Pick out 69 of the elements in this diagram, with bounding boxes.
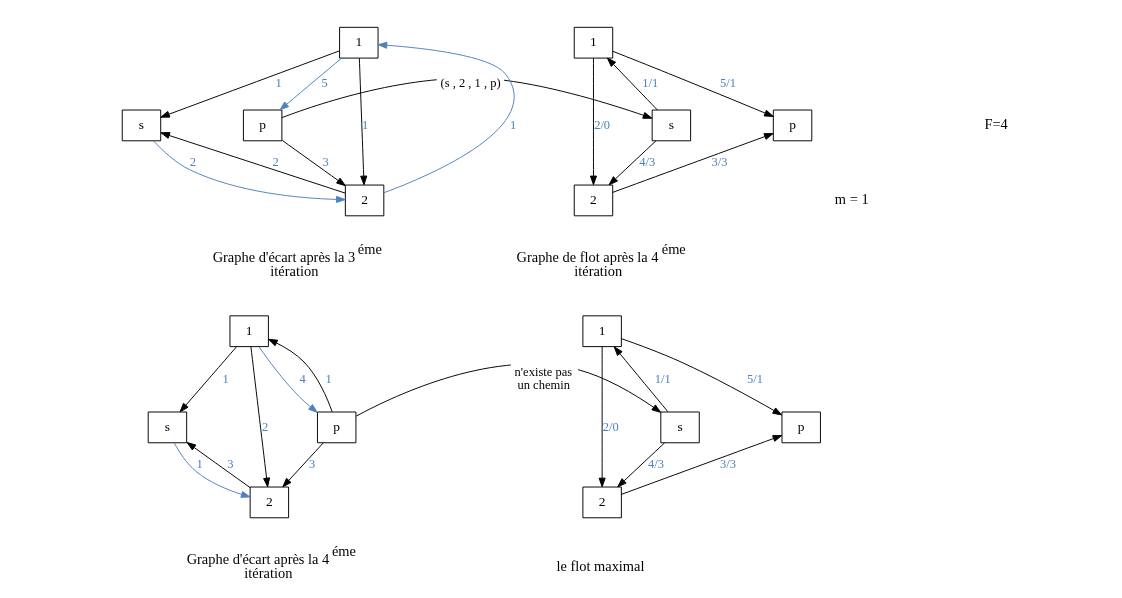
edge-label: 1/1	[641, 76, 658, 91]
arrow	[598, 346, 606, 488]
node-box: s	[121, 109, 161, 142]
edge-label: 3	[322, 155, 329, 170]
edge-label: 2	[272, 155, 279, 170]
arrow	[159, 50, 340, 118]
edge-label: 2	[189, 155, 196, 170]
arrow	[611, 133, 774, 193]
arrow	[611, 50, 774, 117]
node-box: 2	[581, 486, 622, 519]
edge-label: 1/1	[654, 371, 671, 386]
node-box: s	[147, 411, 187, 444]
arrow	[616, 442, 665, 488]
edge-label: 4/3	[647, 457, 664, 472]
edge-label: 3/3	[710, 155, 727, 170]
edge-label: 1	[221, 371, 229, 386]
arrow	[279, 57, 342, 111]
node-box: 1	[573, 26, 613, 59]
edge-label: 3	[226, 457, 234, 472]
arrow	[613, 346, 668, 413]
arrow	[173, 442, 250, 498]
label: m = 1	[834, 190, 869, 207]
node-box: s	[651, 109, 691, 142]
node-box: p	[772, 109, 812, 142]
edge-label: 5/1	[746, 371, 763, 386]
label: le flot maximal	[555, 558, 644, 575]
edge-label: 3/3	[719, 457, 736, 472]
edge-label: (s , 2 , 1 , p)	[440, 76, 501, 91]
arrow	[377, 41, 515, 194]
node-box: 2	[249, 486, 289, 519]
arrow	[186, 441, 251, 489]
node-box: 2	[344, 184, 384, 217]
edge-label: 1	[361, 117, 368, 132]
edge-label: 1	[324, 371, 332, 386]
edge-label: 1	[509, 117, 516, 132]
arrow	[620, 338, 782, 416]
arrow	[152, 140, 346, 203]
arrow	[249, 346, 270, 488]
edge-label: n'existe pas un chemin	[514, 364, 572, 393]
edge-label: 5/1	[719, 76, 736, 91]
node-box: p	[316, 411, 356, 444]
edge-label: 1	[274, 76, 282, 91]
arrow	[620, 435, 782, 495]
arrow	[606, 57, 658, 111]
node-box: 1	[581, 315, 622, 348]
node-box: 1	[228, 315, 269, 348]
arrow	[589, 57, 597, 186]
edge-label: 5	[321, 76, 328, 91]
node-box: p	[781, 411, 821, 444]
arrow	[358, 57, 367, 186]
edge-label: 3	[308, 457, 315, 472]
node-box: p	[242, 109, 282, 142]
node-box: 1	[338, 26, 379, 59]
arrow	[608, 140, 656, 186]
edge-label: 1	[196, 457, 203, 472]
arrow	[159, 132, 346, 194]
arrow	[281, 140, 346, 187]
node-box: s	[659, 411, 700, 444]
arrow	[179, 346, 237, 413]
edge-label: 2/0	[602, 419, 619, 434]
edge-label: 2	[261, 419, 268, 434]
arrow	[258, 346, 318, 413]
edge-label: 4/3	[638, 155, 655, 170]
edge-label: 2/0	[593, 117, 610, 132]
arrow	[267, 338, 333, 413]
node-box: 2	[573, 184, 613, 217]
edge-label: 4	[298, 371, 306, 386]
arrow	[281, 442, 324, 488]
label: F=4	[983, 115, 1008, 132]
